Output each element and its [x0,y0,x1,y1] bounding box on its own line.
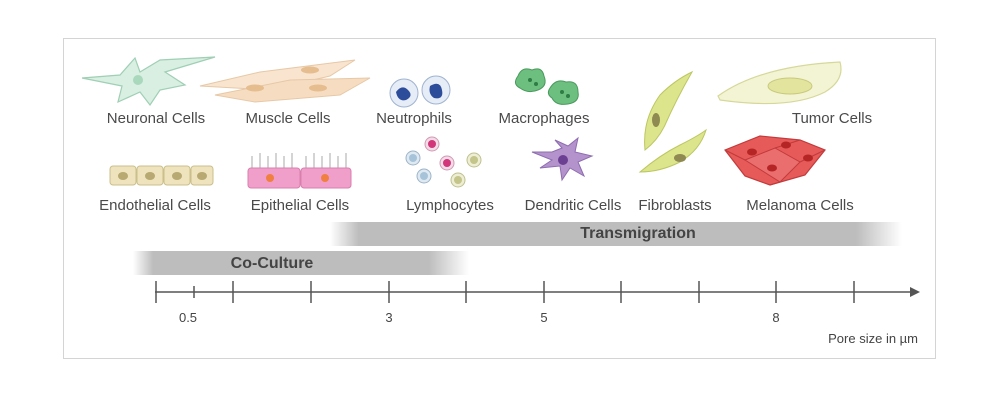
pore-size-axis [155,281,920,303]
dendritic-cell-icon [531,136,594,182]
tumor-cell-icon [717,61,842,105]
macrophage-cell-icon [514,68,579,105]
tick-label: 5 [540,310,548,325]
label-fibroblasts: Fibroblasts [638,197,712,214]
coculture-label: Co-Culture [230,255,314,272]
fibroblast-cell-icon [638,70,707,173]
label-muscle-cells: Muscle Cells [245,110,331,127]
transmigration-label: Transmigration [580,225,696,242]
tick-label: 8 [772,310,780,325]
label-dendritic-cells: Dendritic Cells [524,197,622,214]
melanoma-cell-icon [724,135,826,186]
transmigration-range-bar [330,222,902,246]
label-neutrophils: Neutrophils [376,110,452,127]
label-melanoma-cells: Melanoma Cells [746,197,854,214]
endothelial-cell-icon [109,165,214,186]
axis-arrow-icon [910,287,920,297]
neutrophil-cell-icon [389,75,451,108]
label-tumor-cells: Tumor Cells [791,110,873,127]
label-macrophages: Macrophages [498,110,590,127]
tick-label: 3 [385,310,393,325]
axis-title: Pore size in µm [828,331,918,346]
neuronal-cell-icon [81,56,216,107]
epithelial-cell-icon [247,153,352,189]
label-neuronal-cells: Neuronal Cells [106,110,206,127]
label-epithelial-cells: Epithelial Cells [250,197,350,214]
muscle-cell-icon [199,59,371,103]
label-endothelial-cells: Endothelial Cells [99,197,211,214]
tick-label: 0.5 [178,310,198,325]
lymphocyte-cell-icon [405,136,482,188]
coculture-range-bar [133,251,469,275]
diagram-frame [63,38,936,359]
label-lymphocytes: Lymphocytes [406,197,494,214]
